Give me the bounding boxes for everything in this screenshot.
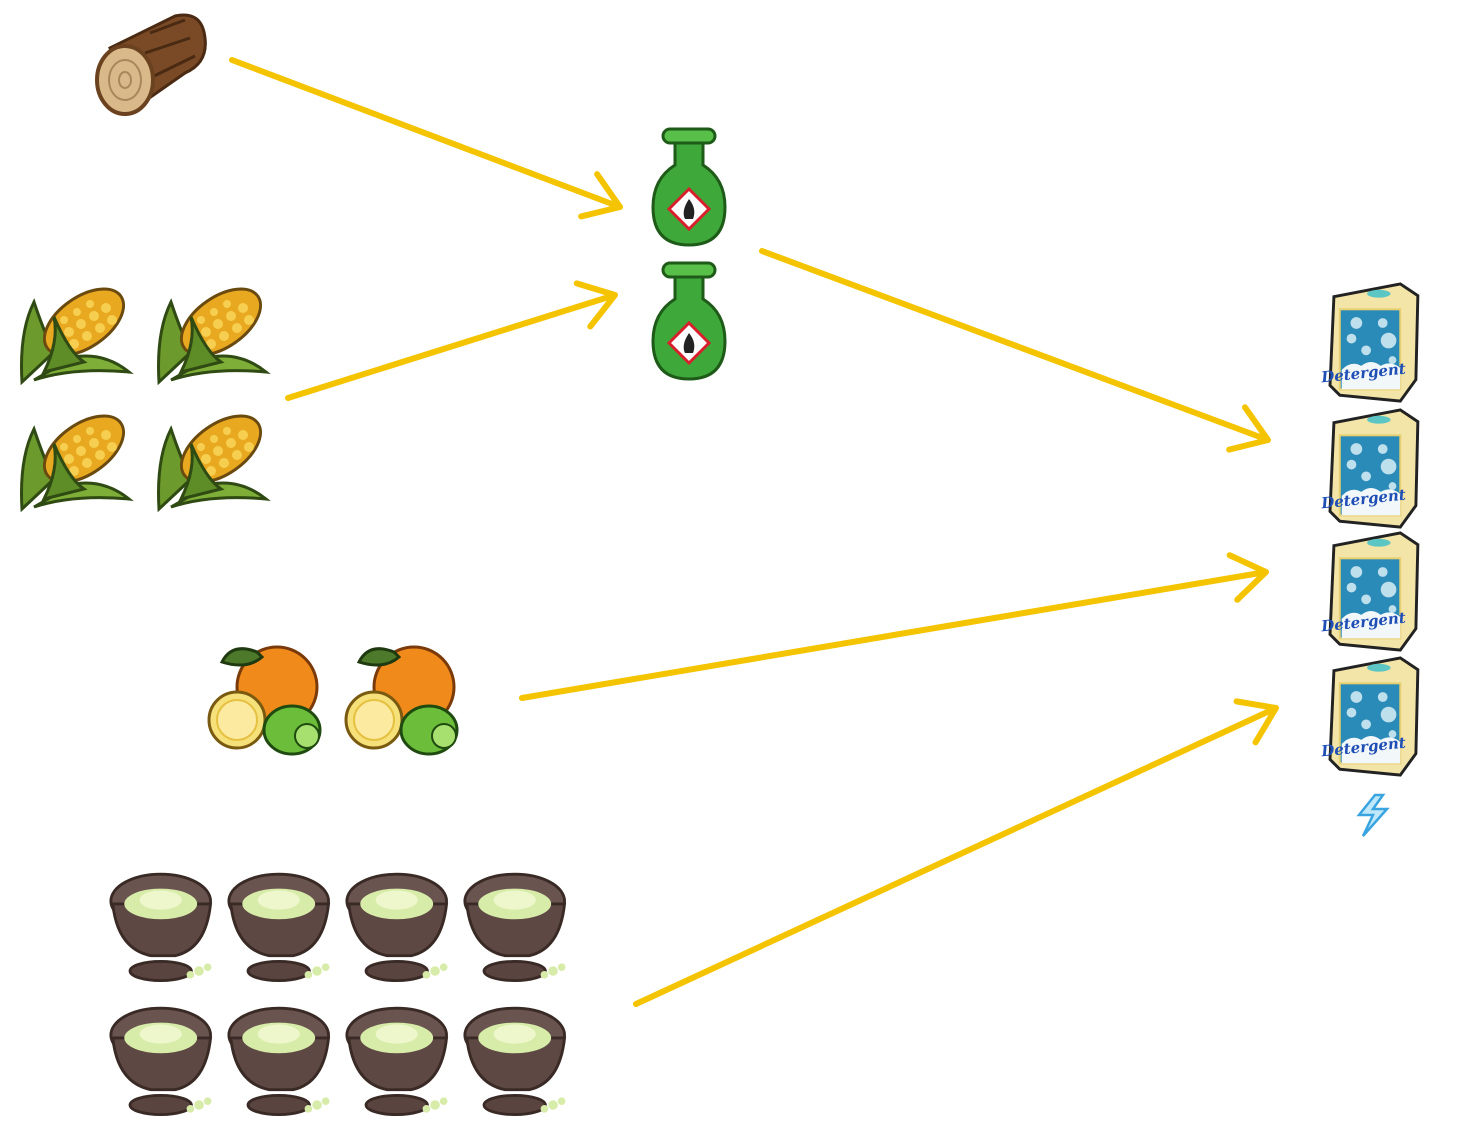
- powder-mortar-icon: [463, 872, 567, 983]
- detergent-box: Detergent: [1319, 282, 1420, 403]
- wood-log-icon: [95, 12, 208, 116]
- flow-arrow: [633, 698, 1279, 1007]
- powder-mortar-icon: [109, 872, 213, 983]
- citrus-icon: [207, 645, 322, 756]
- flow-arrow: [759, 248, 1271, 453]
- arrows: [229, 57, 1279, 1007]
- corn-icon: [157, 401, 271, 511]
- flow-arrow: [229, 57, 623, 220]
- powder-mortar-icon: [109, 1006, 213, 1117]
- lightning-icon: [1357, 793, 1389, 838]
- flammable-bottle-icon: [651, 261, 727, 381]
- detergent-box: Detergent: [1319, 656, 1420, 777]
- flow-arrow: [519, 552, 1269, 701]
- flow-arrow: [285, 280, 618, 401]
- corn-icon: [20, 401, 134, 511]
- flammable-bottle-icon: [651, 127, 727, 247]
- corn-icon: [157, 274, 271, 384]
- detergent-box: Detergent: [1319, 408, 1420, 529]
- citrus-icon: [344, 645, 459, 756]
- powder-mortar-icon: [227, 1006, 331, 1117]
- corn-icon: [20, 274, 134, 384]
- powder-mortar-icon: [345, 872, 449, 983]
- detergent-box: Detergent: [1319, 531, 1420, 652]
- powder-mortar-icon: [463, 1006, 567, 1117]
- powder-mortar-icon: [345, 1006, 449, 1117]
- powder-mortar-icon: [227, 872, 331, 983]
